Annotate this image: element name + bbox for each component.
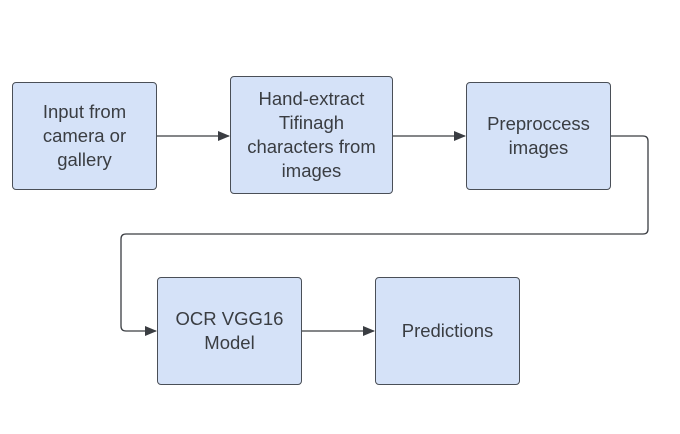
node-ocr-model-label: OCR VGG16 Model [175,308,284,353]
node-predictions-label: Predictions [401,320,494,341]
node-predictions: Predictions [375,277,520,385]
node-preprocess-label: Preproccess images [487,113,590,158]
node-ocr-model: OCR VGG16 Model [157,277,302,385]
node-input-source: Input from camera or gallery [12,82,157,190]
edge-preprocess-to-ocr [120,135,649,336]
node-hand-extract-label: Hand-extract Tifinagh characters from im… [247,88,376,181]
node-preprocess: Preproccess images [466,82,611,190]
node-hand-extract: Hand-extract Tifinagh characters from im… [230,76,393,194]
node-input-source-label: Input from camera or gallery [42,101,127,170]
